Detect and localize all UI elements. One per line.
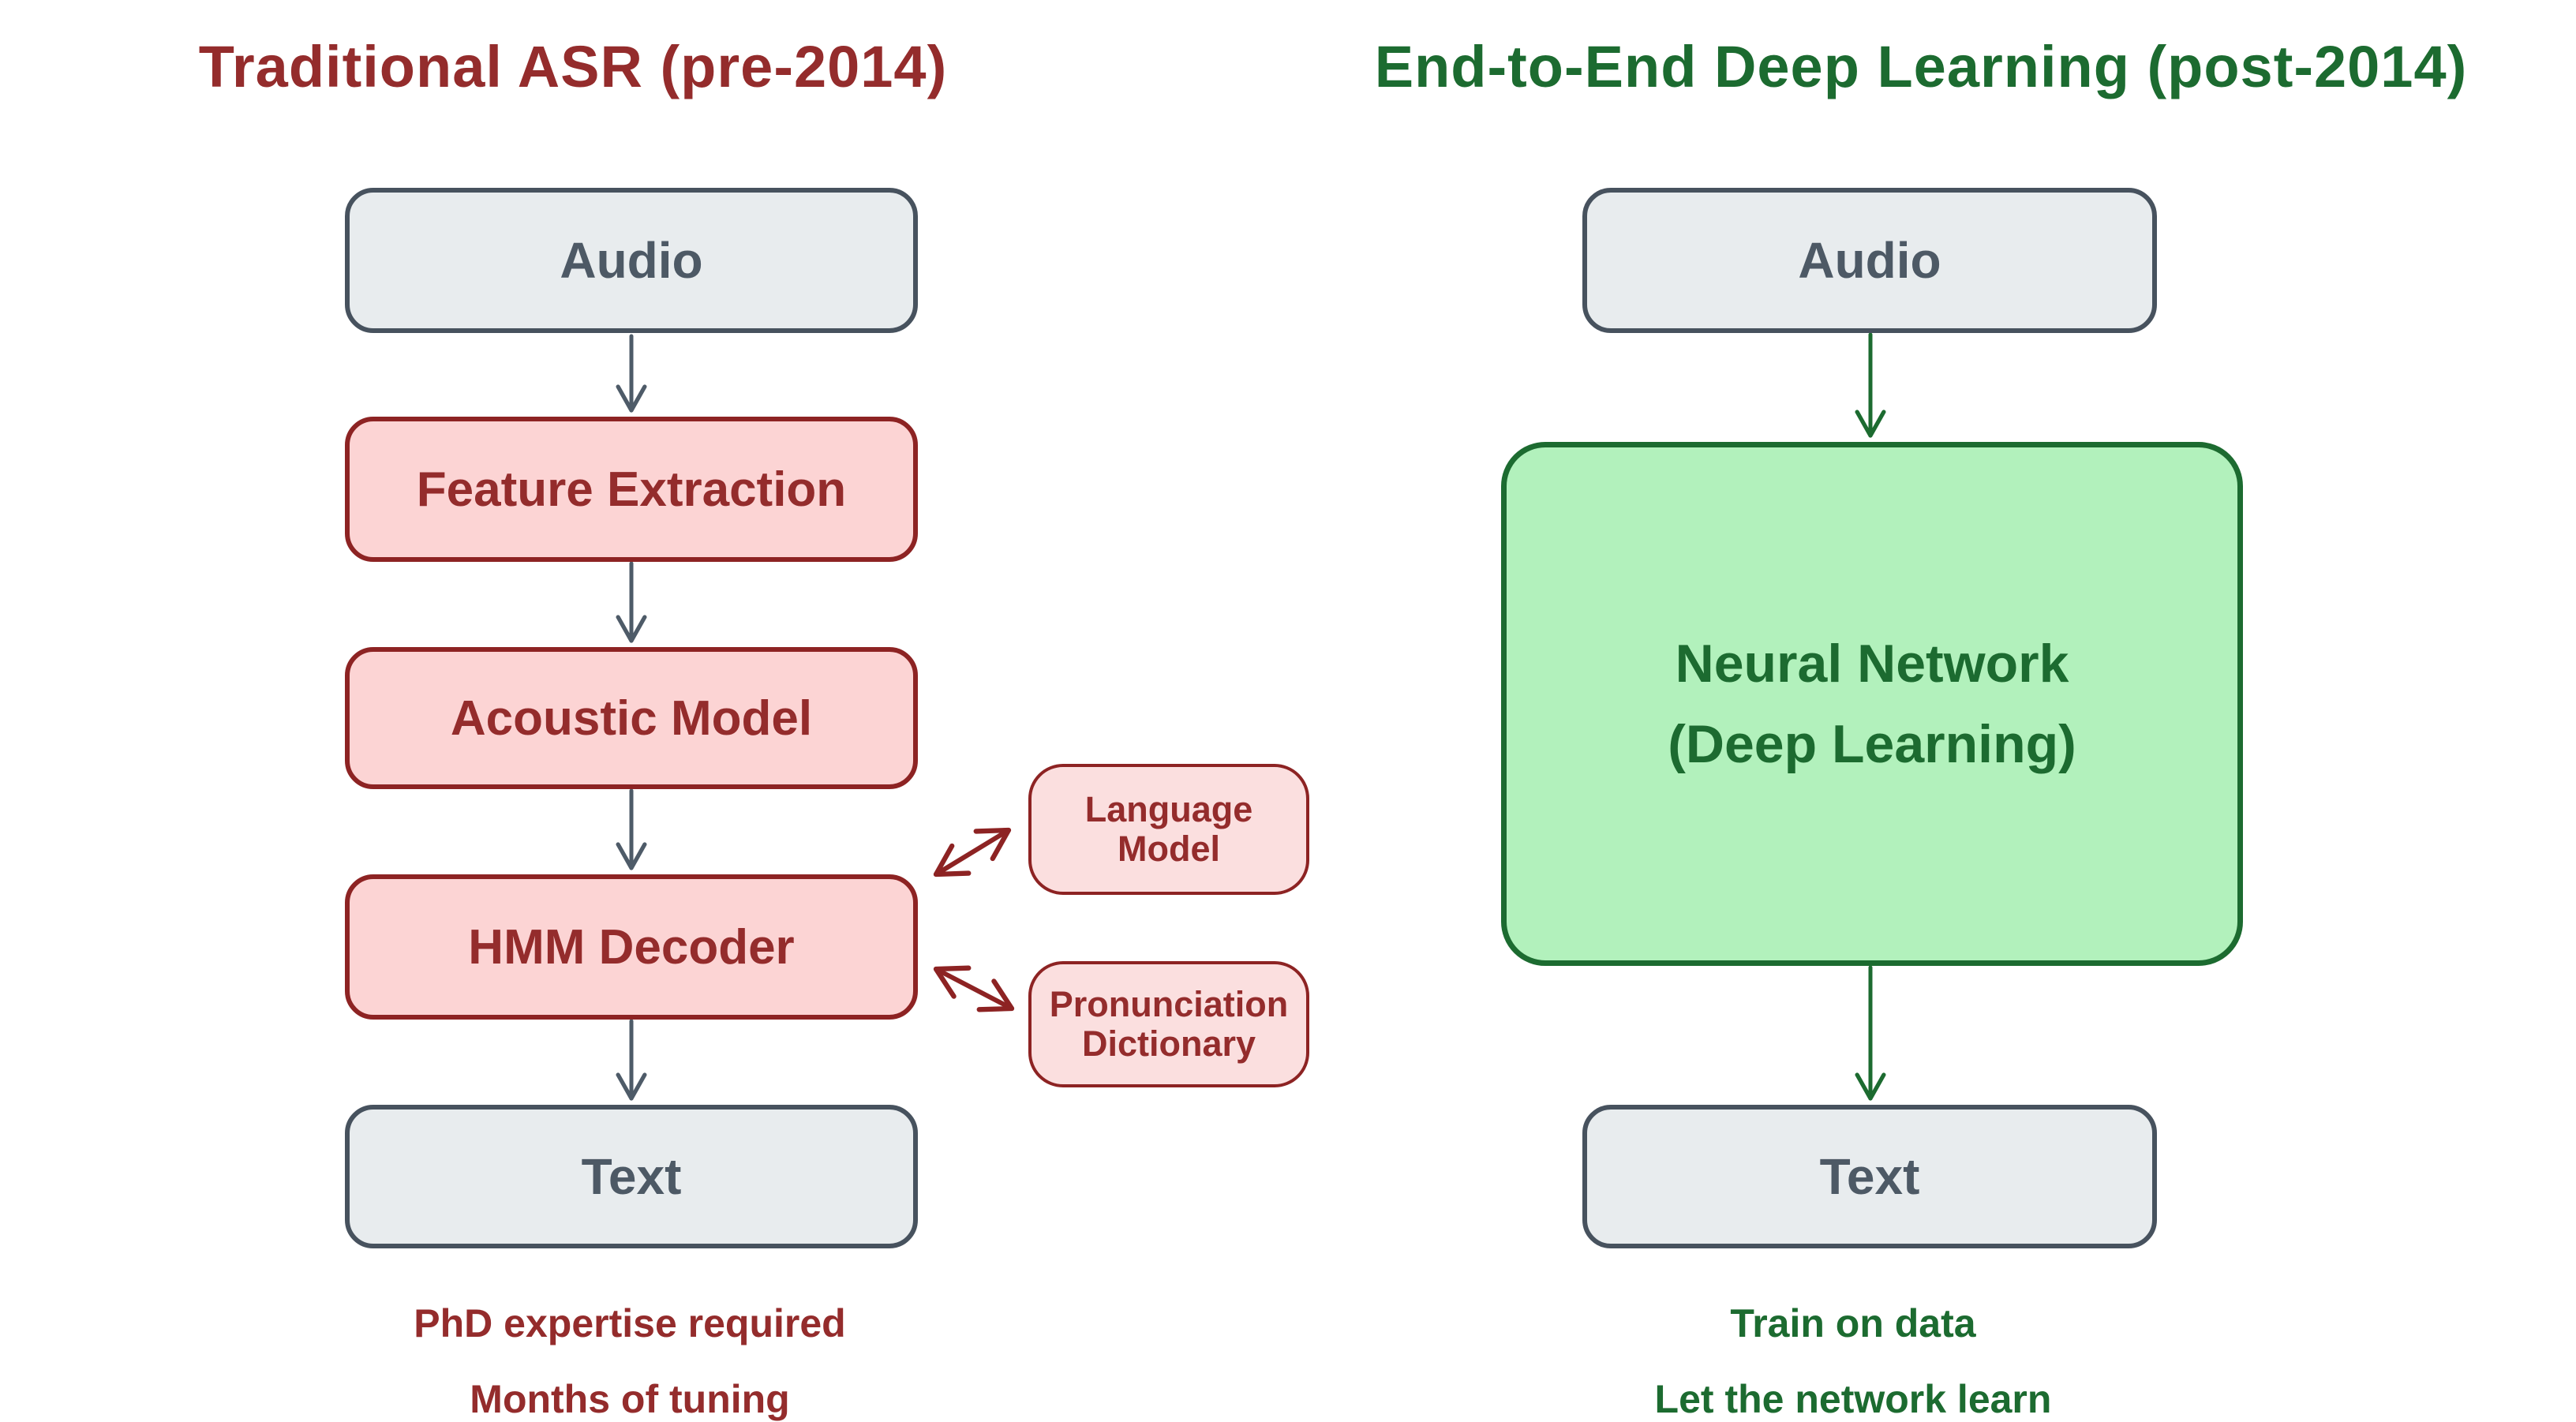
node-feature-extraction[interactable]: Feature Extraction [345, 417, 918, 562]
node-pronunciation-dictionary-line2: Dictionary [1081, 1023, 1256, 1064]
node-text-left[interactable]: Text [345, 1105, 918, 1248]
node-text-left-label: Text [581, 1148, 682, 1205]
node-audio-right[interactable]: Audio [1582, 188, 2157, 333]
node-hmm-decoder-label: HMM Decoder [468, 919, 795, 975]
node-language-model-line2: Model [1118, 829, 1220, 869]
double-arrow-hmm-pronunciation-dictionary [933, 965, 1015, 1012]
node-neural-network[interactable]: Neural Network (Deep Learning) [1501, 442, 2243, 966]
double-arrow-hmm-language-model [933, 827, 1012, 878]
left-caption-line1: PhD expertise required [414, 1301, 846, 1345]
node-feature-extraction-label: Feature Extraction [416, 462, 847, 517]
node-hmm-decoder[interactable]: HMM Decoder [345, 874, 918, 1020]
node-neural-network-line2: (Deep Learning) [1668, 714, 2076, 774]
node-language-model-line1: Language [1084, 788, 1253, 829]
node-pronunciation-dictionary-line1: Pronunciation [1049, 983, 1289, 1024]
node-acoustic-model-label: Acoustic Model [450, 690, 813, 746]
left-caption-line2: Months of tuning [470, 1377, 790, 1421]
node-acoustic-model[interactable]: Acoustic Model [345, 647, 918, 789]
node-text-right[interactable]: Text [1582, 1105, 2157, 1248]
node-neural-network-line1: Neural Network [1675, 634, 2069, 694]
left-panel-title: Traditional ASR (pre-2014) [198, 34, 948, 99]
right-caption-line1: Train on data [1730, 1301, 1976, 1345]
node-audio-right-label: Audio [1798, 232, 1941, 289]
node-audio-left[interactable]: Audio [345, 188, 918, 333]
node-pronunciation-dictionary[interactable]: Pronunciation Dictionary [1028, 961, 1309, 1087]
node-audio-left-label: Audio [560, 232, 703, 289]
right-panel-title: End-to-End Deep Learning (post-2014) [1374, 34, 2468, 99]
node-text-right-label: Text [1819, 1148, 1920, 1205]
right-caption-line2: Let the network learn [1654, 1377, 2052, 1421]
node-language-model[interactable]: Language Model [1028, 764, 1309, 895]
